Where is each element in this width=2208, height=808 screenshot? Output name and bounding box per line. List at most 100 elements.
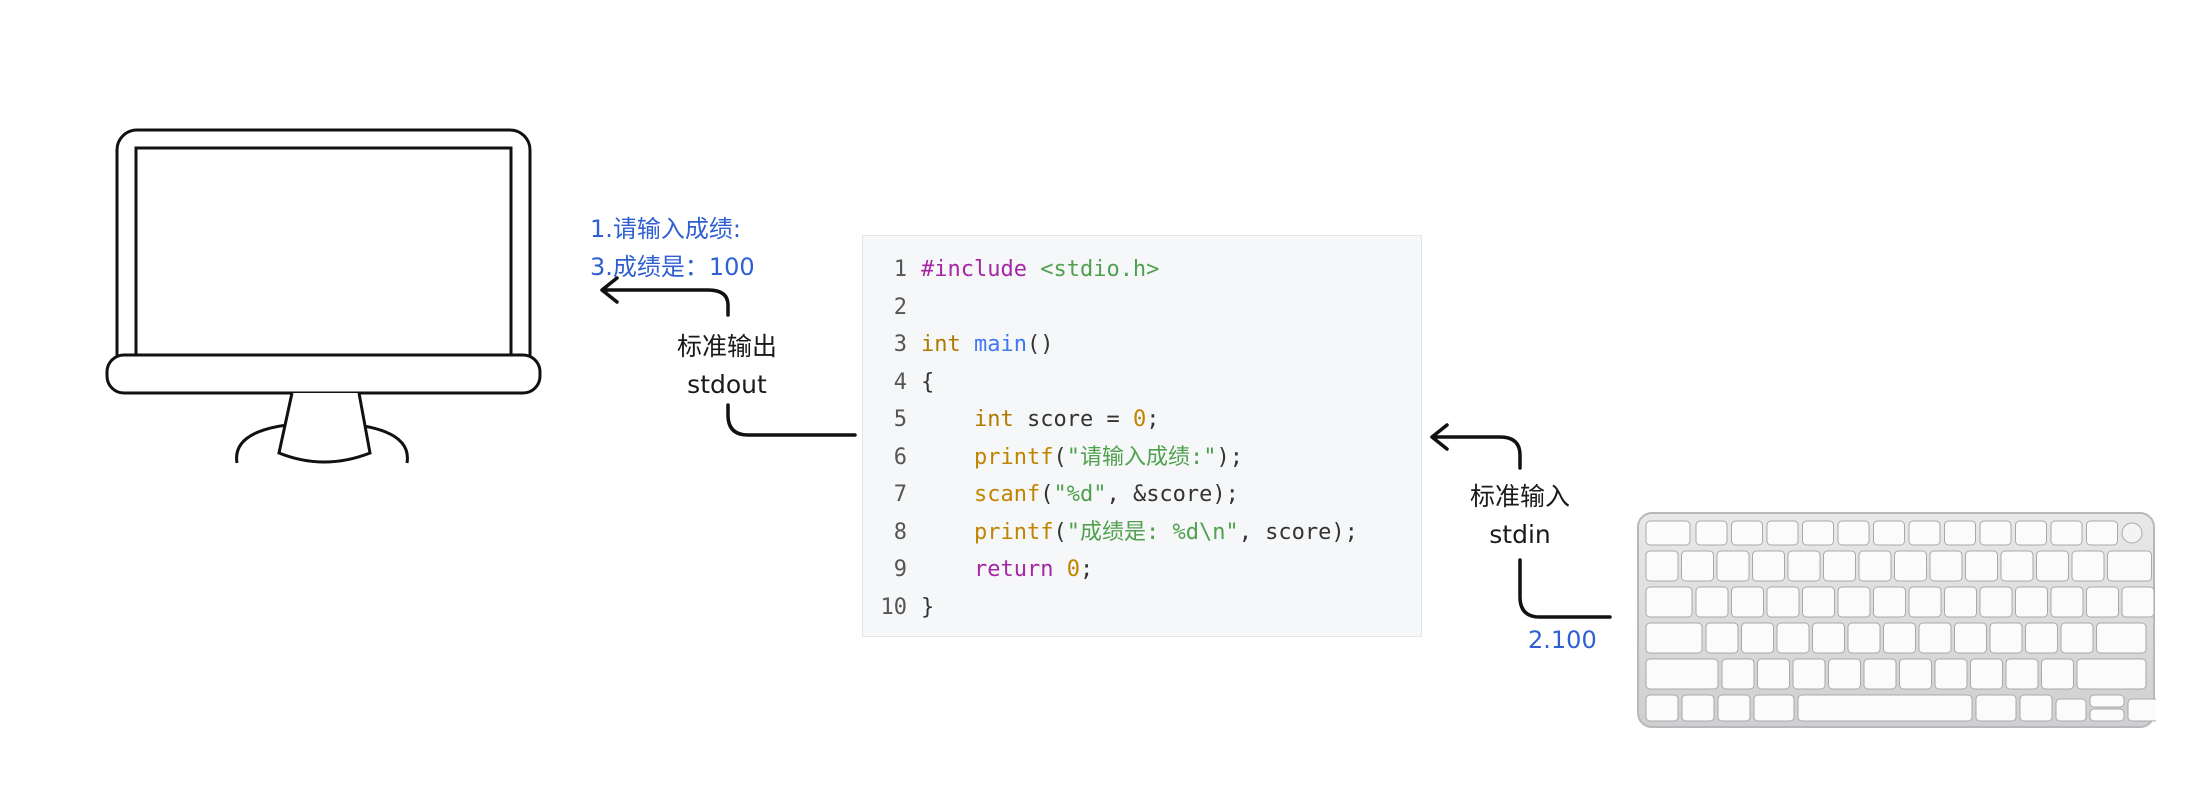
keyboard-key — [1848, 623, 1880, 653]
keyboard-key — [1945, 521, 1976, 545]
code-token — [921, 445, 974, 470]
code-token: scanf — [974, 482, 1040, 507]
keyboard-key — [1696, 521, 1727, 545]
code-token: #include — [921, 257, 1040, 282]
code-token: <stdio.h> — [1040, 257, 1159, 282]
keyboard-key — [2128, 699, 2156, 721]
code-line: 5 int score = 0; — [863, 401, 1421, 439]
code-line: 4{ — [863, 364, 1421, 402]
keyboard-key — [2026, 623, 2058, 653]
keyboard-key — [1930, 551, 1962, 581]
keyboard-key — [1874, 521, 1905, 545]
keyboard-key — [1909, 521, 1940, 545]
keyboard-key — [1722, 659, 1754, 689]
code-token — [921, 482, 974, 507]
keyboard-key — [2108, 551, 2152, 581]
code-token: ; — [1080, 557, 1093, 582]
keyboard-key — [1971, 659, 2003, 689]
keyboard-key — [2016, 521, 2047, 545]
output-line-1: 1.请输入成绩: — [590, 210, 755, 248]
code-line: 10} — [863, 589, 1421, 627]
keyboard-key — [1945, 587, 1977, 617]
monitor-chin — [107, 355, 540, 393]
keyboard-key — [2042, 659, 2074, 689]
keyboard-key — [2090, 695, 2124, 707]
stdin-label-zh: 标准输入 — [1455, 478, 1585, 516]
keyboard-key — [1717, 551, 1749, 581]
stdout-label: 标准输出 stdout — [662, 328, 792, 404]
keyboard-key — [1732, 587, 1764, 617]
keyboard-key — [1955, 623, 1987, 653]
keyboard-key — [1824, 551, 1856, 581]
line-number: 3 — [863, 326, 907, 364]
keyboard-key — [2072, 551, 2104, 581]
keyboard-key — [1788, 551, 1820, 581]
line-number: 5 — [863, 401, 907, 439]
keyboard-key — [1919, 623, 1951, 653]
code-line: 8 printf("成绩是: %d\n", score); — [863, 514, 1421, 552]
monitor-stand — [279, 393, 370, 462]
line-number: 1 — [863, 251, 907, 289]
keyboard-key — [1758, 659, 1790, 689]
code-token: printf — [974, 520, 1053, 545]
code-line: 7 scanf("%d", &score); — [863, 476, 1421, 514]
line-number: 2 — [863, 289, 907, 327]
keyboard-key — [1798, 695, 1972, 721]
keyboard-key — [1682, 551, 1714, 581]
keyboard-key — [2090, 709, 2124, 721]
touch-id-key — [2122, 523, 2142, 543]
code-token: printf — [974, 445, 1053, 470]
keyboard-key — [1859, 551, 1891, 581]
keyboard-key — [1976, 695, 2016, 721]
keyboard-key — [2061, 623, 2093, 653]
keyboard-icon — [1636, 511, 2156, 729]
keyboard-key — [1646, 623, 1702, 653]
keyboard-input-text: 2.100 — [1528, 626, 1597, 654]
code-token: 0 — [1067, 557, 1080, 582]
keyboard-key — [2077, 659, 2146, 689]
keyboard-key — [1646, 695, 1678, 721]
keyboard-key — [2037, 551, 2069, 581]
code-token: ( — [1053, 445, 1066, 470]
code-line: 9 return 0; — [863, 551, 1421, 589]
keyboard-key — [1793, 659, 1825, 689]
output-line-3: 3.成绩是：100 — [590, 248, 755, 286]
keyboard-key — [1682, 695, 1714, 721]
keyboard-key — [1980, 521, 2011, 545]
keyboard-key — [2020, 695, 2052, 721]
monitor-screen — [136, 148, 511, 388]
line-number: 10 — [863, 589, 907, 627]
keyboard-key — [1696, 587, 1728, 617]
code-token: ); — [1216, 445, 1243, 470]
code-line: 2 — [863, 289, 1421, 327]
line-number: 6 — [863, 439, 907, 477]
keyboard-key — [1742, 623, 1774, 653]
code-token: , &score); — [1106, 482, 1238, 507]
keyboard-key — [1706, 623, 1738, 653]
keyboard-key — [1966, 551, 1998, 581]
keyboard-key — [1909, 587, 1941, 617]
code-token — [1053, 557, 1066, 582]
keyboard-key — [1754, 695, 1794, 721]
keyboard-key — [1980, 587, 2012, 617]
keyboard-key — [1990, 623, 2022, 653]
keyboard-key — [1646, 551, 1678, 581]
code-token: "%d" — [1053, 482, 1106, 507]
stdin-label: 标准输入 stdin — [1455, 478, 1585, 554]
keyboard-key — [1767, 587, 1799, 617]
keyboard-key — [1884, 623, 1916, 653]
keyboard-key — [1838, 521, 1869, 545]
code-token: { — [921, 370, 934, 395]
keyboard-key — [2122, 587, 2154, 617]
keyboard-key — [2051, 587, 2083, 617]
keyboard-key — [1646, 521, 1690, 545]
keyboard-key — [1935, 659, 1967, 689]
keyboard-key — [2056, 699, 2086, 721]
keyboard-key — [1767, 521, 1798, 545]
keyboard-key — [1646, 587, 1692, 617]
keyboard-key — [2097, 623, 2147, 653]
stdin-label-en: stdin — [1455, 516, 1585, 554]
